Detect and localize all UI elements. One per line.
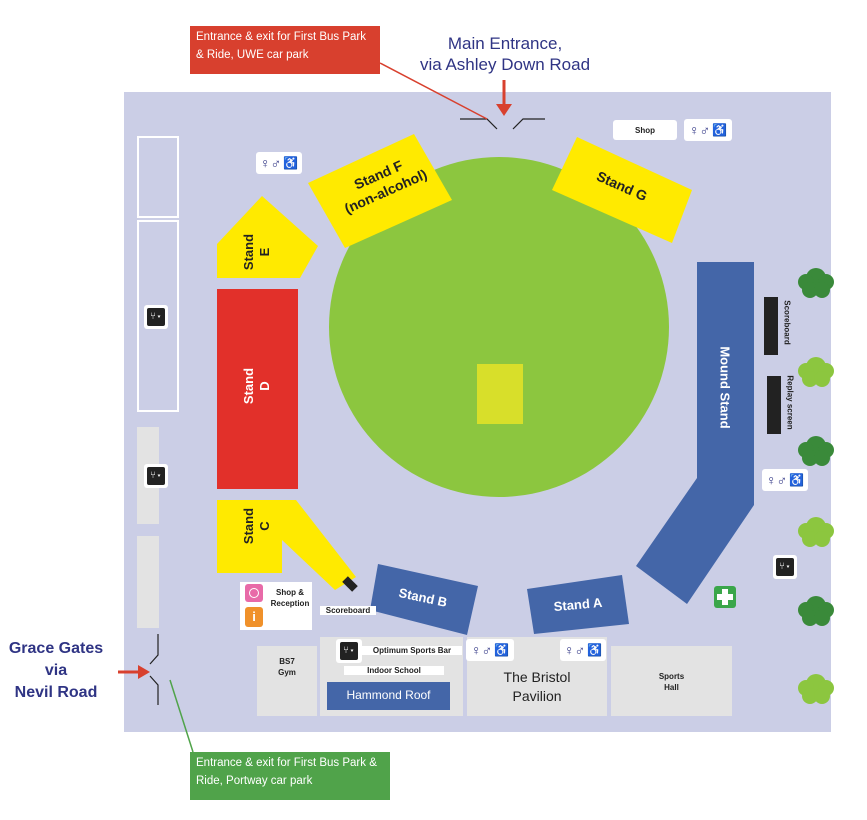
callout-portway-park-ride: Entrance & exit for First Bus Park & Rid… (190, 752, 390, 800)
indoor-school-label: Indoor School (344, 666, 444, 675)
toilets-accessible-icon: ♀♂♿ (684, 119, 732, 141)
tree-4 (798, 517, 834, 547)
sports-hall-label: Sports Hall (658, 672, 685, 692)
food-drink-icon: ⑂▾ (144, 464, 168, 488)
replay-screen-label: Replay screen (785, 375, 795, 430)
food-drink-icon: ⑂▾ (773, 555, 797, 579)
hammond-roof-building (327, 682, 450, 710)
shop-icon (245, 584, 263, 602)
grace-gates (149, 634, 159, 705)
callout-uwe-park-ride: Entrance & exit for First Bus Park & Rid… (190, 26, 380, 74)
tree-2 (798, 357, 834, 387)
tree-3 (798, 436, 834, 466)
trees (798, 268, 834, 704)
stand-f (308, 134, 452, 248)
sports-hall-building (611, 646, 732, 716)
stand-c-label: Stand C (241, 507, 272, 545)
tree-5 (798, 596, 834, 626)
tree-1 (798, 268, 834, 298)
scoreboard-right-label: Scoreboard (782, 300, 792, 345)
bs7-gym-building (257, 646, 317, 716)
toilets-accessible-icon: ♀♂♿ (560, 639, 606, 661)
stand-d-label: Stand D (241, 367, 272, 405)
shop-reception-label: Shop & Reception (270, 588, 310, 608)
tree-6 (798, 674, 834, 704)
top-callout-line (379, 62, 488, 120)
toilets-accessible-icon: ♀♂♿ (762, 469, 808, 491)
stand-b (370, 564, 478, 635)
stand-e-label: Stand E (241, 233, 272, 271)
scoreboard-left-marker (342, 576, 358, 592)
hammond-roof-label: Hammond Roof (346, 688, 431, 702)
wicket (477, 364, 523, 424)
toilets-accessible-icon: ♀♂♿ (256, 152, 302, 174)
main-entrance-arrowhead (496, 104, 512, 116)
mound-stand (636, 262, 754, 604)
car-park-block-bottom (137, 536, 159, 628)
car-park-block-top (137, 136, 179, 218)
stand-d (217, 289, 298, 489)
grace-gates-label: Grace Gates via Nevil Road (8, 640, 104, 701)
food-drink-icon: ⑂▾ (144, 305, 168, 329)
stand-e (217, 196, 318, 278)
replay-screen (767, 376, 781, 434)
info-icon: i (245, 607, 263, 627)
stand-a (527, 575, 629, 634)
pavilion-label: The Bristol Pavilion (503, 669, 571, 704)
stand-c (217, 500, 356, 590)
scoreboard-left-label: Scoreboard (320, 606, 376, 615)
bottom-callout-line (169, 679, 194, 753)
grace-gates-arrowhead (138, 665, 150, 679)
optimum-sports-bar-label: Optimum Sports Bar (362, 646, 462, 655)
main-entrance-label: Main Entrance, via Ashley Down Road (419, 34, 591, 74)
main-entrance-gate (460, 118, 545, 130)
mound-stand-label: Mound Stand (717, 346, 733, 429)
bs7-gym-label: BS7 Gym (278, 657, 296, 677)
food-drink-icon: ⑂▾ (336, 639, 362, 663)
car-park-block-mid (137, 220, 179, 412)
scoreboard-right (764, 297, 778, 355)
stand-g (552, 137, 692, 243)
toilets-accessible-icon: ♀♂♿ (466, 639, 514, 661)
shop-top: Shop (613, 120, 677, 140)
outfield (329, 157, 669, 497)
